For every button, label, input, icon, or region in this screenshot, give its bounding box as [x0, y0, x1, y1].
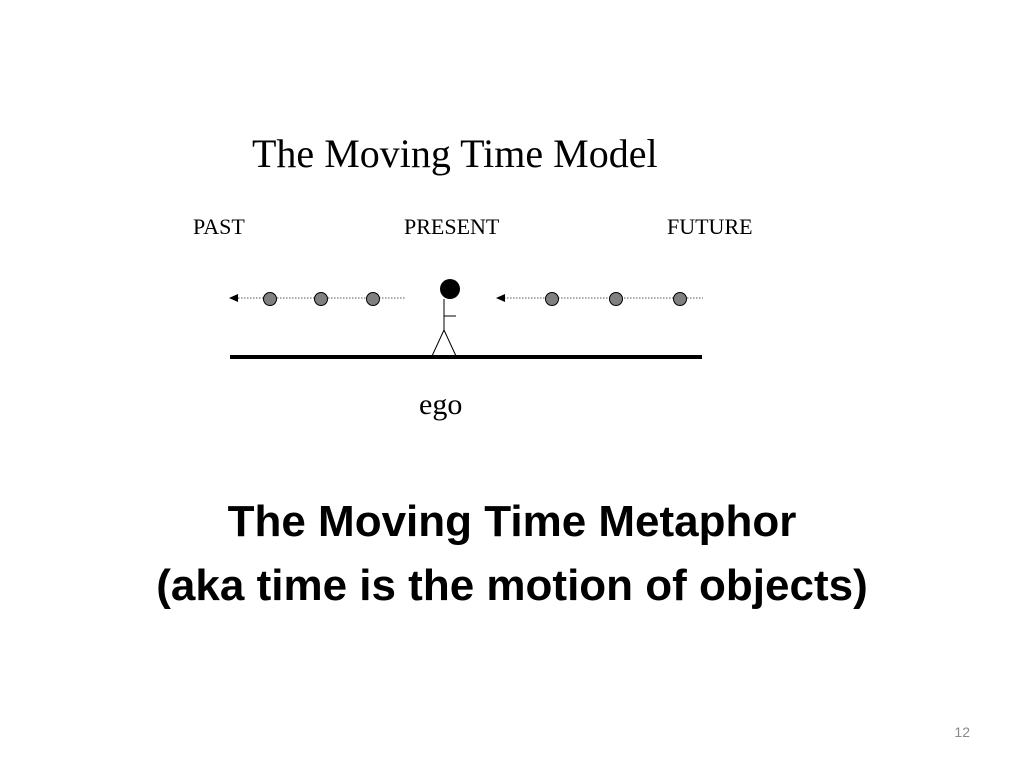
ego-left-leg: [431, 329, 445, 357]
past-object: [366, 292, 380, 306]
slide-title-line1: The Moving Time Metaphor: [227, 497, 797, 546]
label-present: PRESENT: [404, 214, 500, 239]
future-arrowhead: [496, 294, 505, 302]
label-future: FUTURE: [667, 214, 753, 239]
label-past: PAST: [193, 214, 245, 239]
slide-title-line2: (aka time is the motion of objects): [156, 561, 868, 610]
ego-head: [440, 279, 460, 299]
future-object: [545, 292, 559, 306]
future-object: [609, 292, 623, 306]
slide-title: The Moving Time Metaphor (aka time is th…: [0, 490, 1024, 618]
ego-right-leg: [443, 329, 457, 357]
page-number: 12: [954, 724, 970, 740]
ego-figure: [431, 279, 460, 357]
diagram-title: The Moving Time Model: [252, 131, 658, 176]
past-object: [314, 292, 328, 306]
ego-label: ego: [419, 388, 463, 421]
future-object: [673, 292, 687, 306]
past-arrowhead: [229, 294, 238, 302]
past-object: [263, 292, 277, 306]
